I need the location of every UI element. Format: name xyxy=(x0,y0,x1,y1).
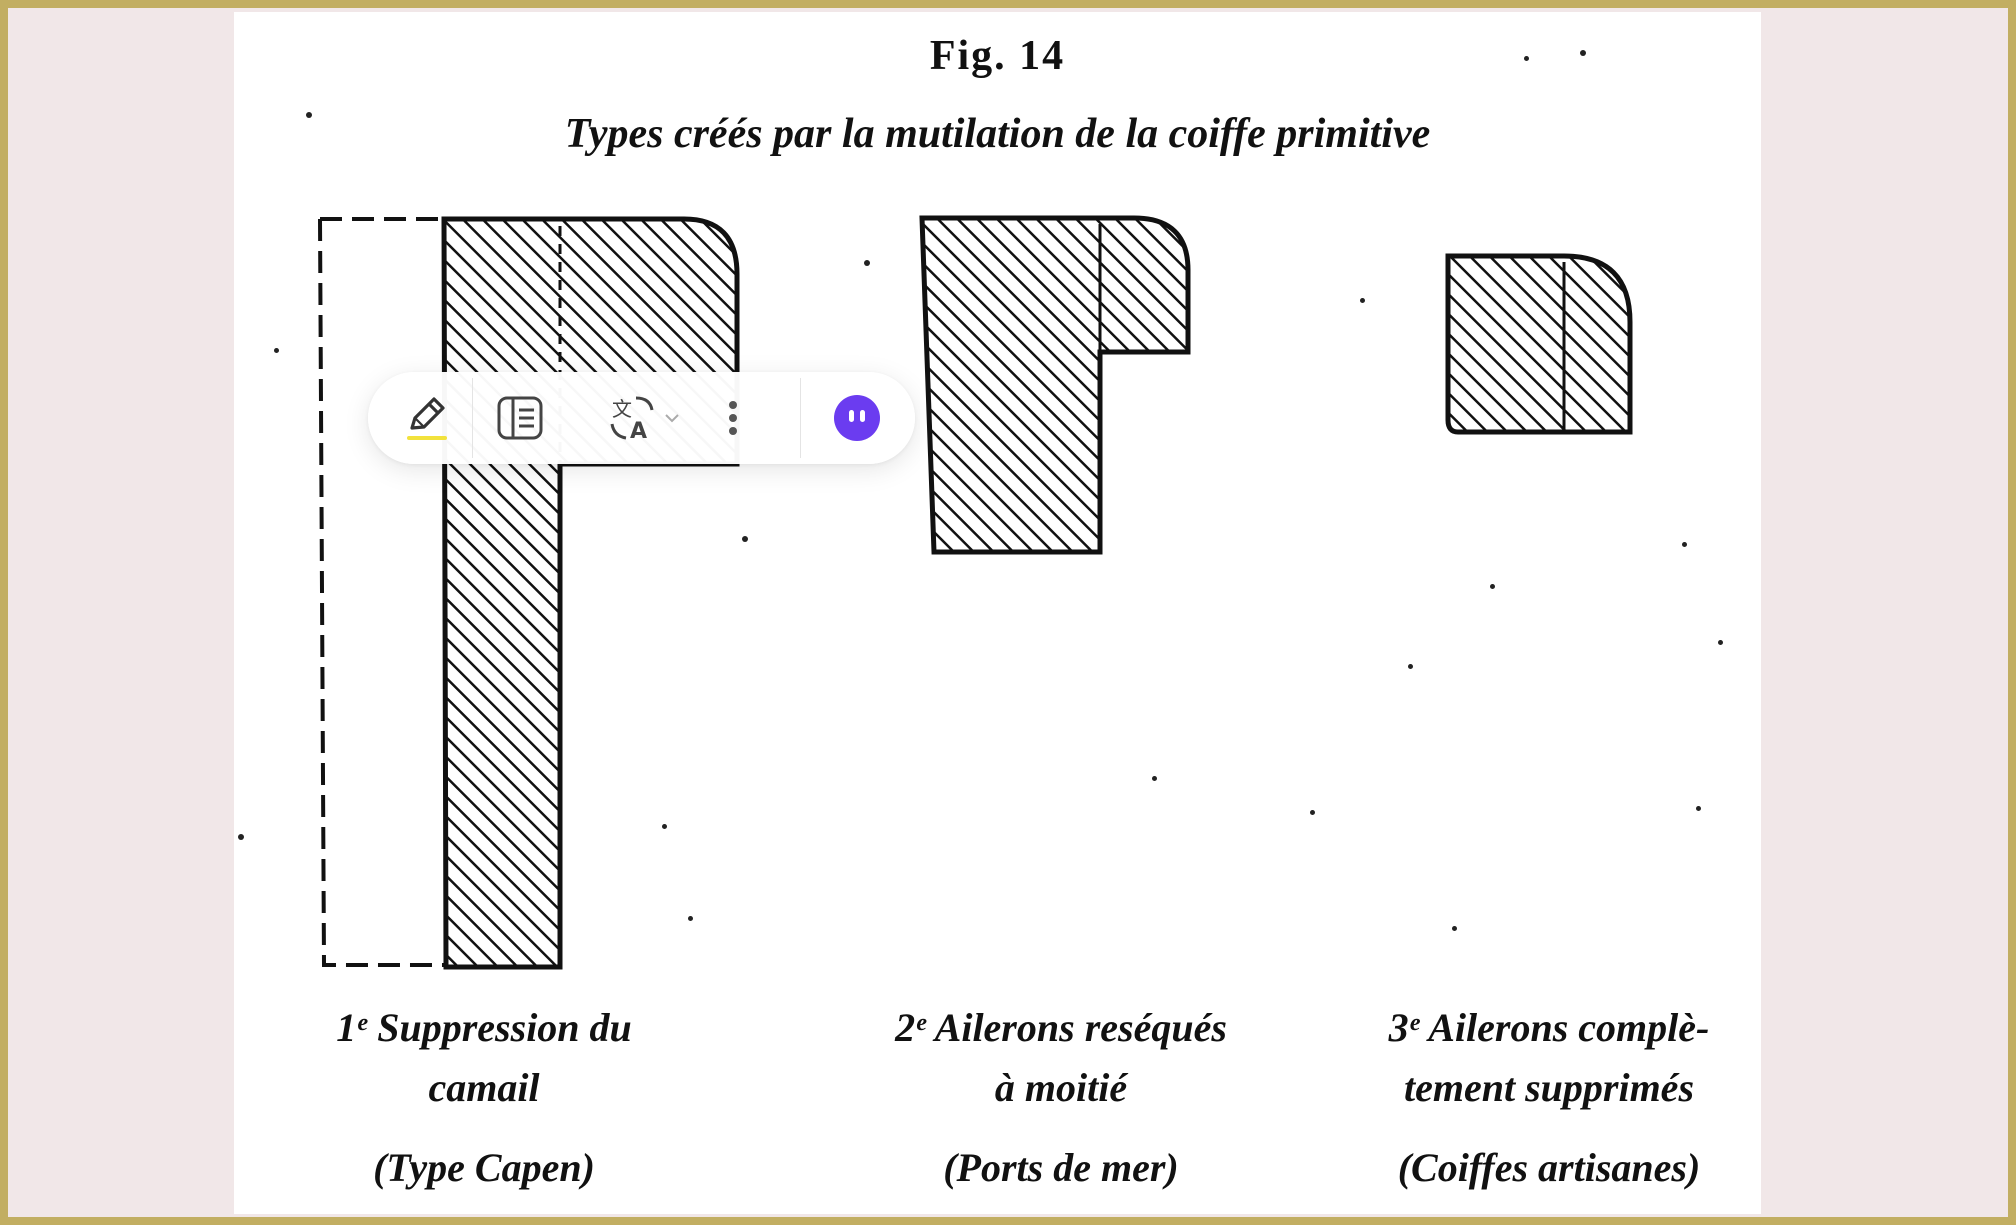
caption-type-2: 2ᵉ Ailerons reséqués à moitié (Ports de … xyxy=(838,998,1284,1198)
scan-speck xyxy=(1408,664,1413,669)
scan-speck xyxy=(742,536,748,542)
type2-cap-shape xyxy=(919,215,1191,555)
reader-view-button[interactable] xyxy=(484,386,556,450)
scan-speck xyxy=(1718,640,1723,645)
vertical-ellipsis-icon xyxy=(729,401,737,435)
reader-panel-icon xyxy=(497,396,543,440)
caption-type-1: 1ᵉ Suppression du camail (Type Capen) xyxy=(294,998,674,1198)
scan-speck xyxy=(238,834,244,840)
scan-speck xyxy=(662,824,667,829)
floating-toolbar: 文 A xyxy=(368,372,915,464)
caption-type-3: 3ᵉ Ailerons complè- tement supprimés (Co… xyxy=(1344,998,1754,1198)
document-page: Fig. 14 Types créés par la mutilation de… xyxy=(234,12,1761,1214)
toolbar-separator xyxy=(472,378,473,458)
scan-speck xyxy=(1524,56,1529,61)
caption-2-line1: 2ᵉ Ailerons reséqués xyxy=(895,1005,1227,1050)
translate-icon: 文 A xyxy=(610,396,654,444)
toolbar-separator xyxy=(800,378,801,458)
original-outline-dashed xyxy=(318,218,454,967)
assistant-face-icon xyxy=(834,395,880,441)
svg-text:文: 文 xyxy=(612,397,632,421)
caption-1-line2: camail xyxy=(428,1065,540,1110)
translate-button[interactable]: 文 A xyxy=(594,386,694,450)
caption-3-line1: 3ᵉ Ailerons complè- xyxy=(1388,1005,1710,1050)
type3-cap-shape xyxy=(1445,253,1633,435)
type1-cap-shape xyxy=(441,216,740,970)
svg-text:A: A xyxy=(630,419,647,444)
more-options-button[interactable] xyxy=(708,386,758,450)
figure-title: Fig. 14 xyxy=(929,33,1066,79)
figure-subtitle: Types créés par la mutilation de la coif… xyxy=(564,111,1431,157)
chevron-down-icon xyxy=(665,414,679,423)
scan-speck xyxy=(1490,584,1495,589)
scan-speck xyxy=(1452,926,1457,931)
caption-3-line2: tement supprimés xyxy=(1403,1065,1695,1110)
scan-speck xyxy=(1152,776,1157,781)
scan-speck xyxy=(274,348,279,353)
pencil-highlight-icon xyxy=(407,397,447,440)
scan-speck xyxy=(1696,806,1701,811)
caption-1-type: (Type Capen) xyxy=(373,1145,595,1190)
caption-3-type: (Coiffes artisanes) xyxy=(1397,1145,1701,1190)
scan-speck xyxy=(1682,542,1687,547)
scan-speck xyxy=(1310,810,1315,815)
scan-speck xyxy=(1580,50,1586,56)
highlight-button[interactable] xyxy=(390,386,462,450)
caption-2-type: (Ports de mer) xyxy=(943,1145,1179,1190)
scan-speck xyxy=(1360,298,1365,303)
scan-speck xyxy=(688,916,693,921)
caption-1-line1: 1ᵉ Suppression du xyxy=(336,1005,632,1050)
scan-speck xyxy=(864,260,870,266)
caption-2-line2: à moitié xyxy=(994,1065,1128,1110)
scan-speck xyxy=(306,112,312,118)
assistant-button[interactable] xyxy=(820,386,894,450)
